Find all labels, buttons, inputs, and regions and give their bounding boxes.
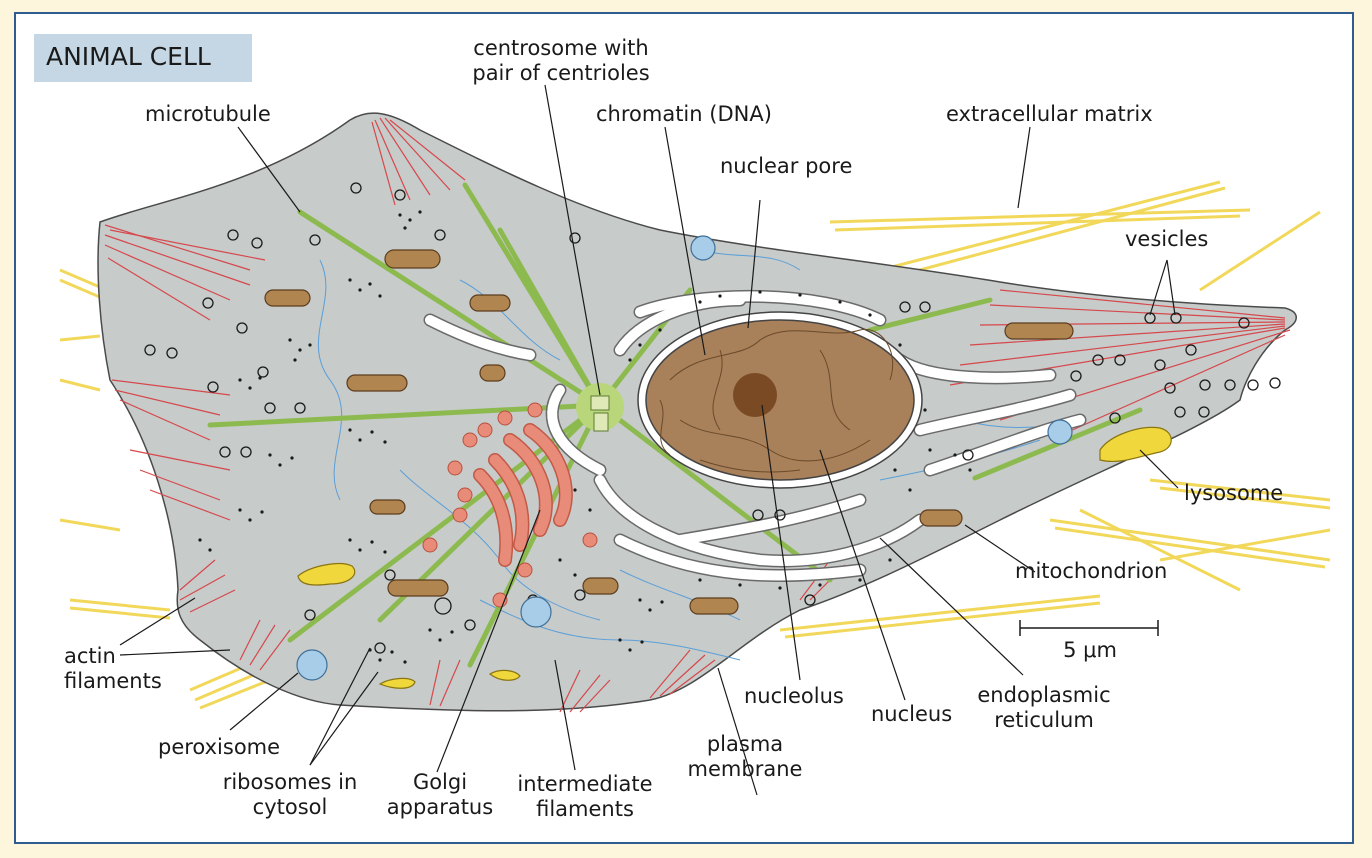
vesicles bbox=[144, 182, 1281, 654]
label-mitochondrion: mitochondrion bbox=[1015, 559, 1168, 583]
scale-bar-label: 5 μm bbox=[1063, 638, 1117, 662]
label-peroxisome: peroxisome bbox=[158, 735, 281, 759]
label-actin-filaments: actin filaments bbox=[64, 644, 162, 693]
mitochondria bbox=[264, 249, 1074, 615]
nucleus bbox=[637, 311, 923, 489]
label-intermediate-filaments: intermediate filaments bbox=[517, 772, 653, 821]
golgi-vesicles bbox=[422, 402, 598, 608]
scale-bar bbox=[1019, 620, 1159, 636]
label-microtubule: microtubule bbox=[145, 102, 271, 126]
label-endoplasmic-reticulum: endoplasmic reticulum bbox=[977, 683, 1111, 732]
endoplasmic-reticulum bbox=[423, 289, 1087, 583]
label-chromatin: chromatin (DNA) bbox=[596, 102, 772, 126]
diagram-title: ANIMAL CELL bbox=[46, 42, 211, 71]
label-extracellular-matrix: extracellular matrix bbox=[946, 102, 1153, 126]
lysosomes bbox=[297, 426, 1172, 689]
label-ribosomes: ribosomes in cytosol bbox=[222, 770, 358, 819]
leader-lines bbox=[119, 84, 1179, 796]
label-golgi: Golgi apparatus bbox=[386, 770, 494, 819]
label-plasma-membrane: plasma membrane bbox=[687, 732, 803, 781]
title-box bbox=[34, 34, 252, 82]
golgi-apparatus bbox=[473, 423, 573, 567]
label-nucleolus: nucleolus bbox=[744, 684, 844, 708]
microtubules bbox=[207, 182, 1143, 668]
actin-filaments bbox=[104, 117, 1291, 713]
label-nucleus: nucleus bbox=[871, 702, 953, 726]
label-lysosome: lysosome bbox=[1184, 481, 1284, 505]
label-vesicles: vesicles bbox=[1125, 227, 1209, 251]
centrosome bbox=[576, 383, 624, 432]
peroxisomes bbox=[296, 235, 1073, 681]
nucleolus bbox=[733, 373, 777, 417]
extracellular-matrix-fibers bbox=[59, 180, 1331, 710]
label-nuclear-pore: nuclear pore bbox=[720, 154, 853, 178]
label-centrosome: centrosome with pair of centrioles bbox=[472, 36, 650, 85]
